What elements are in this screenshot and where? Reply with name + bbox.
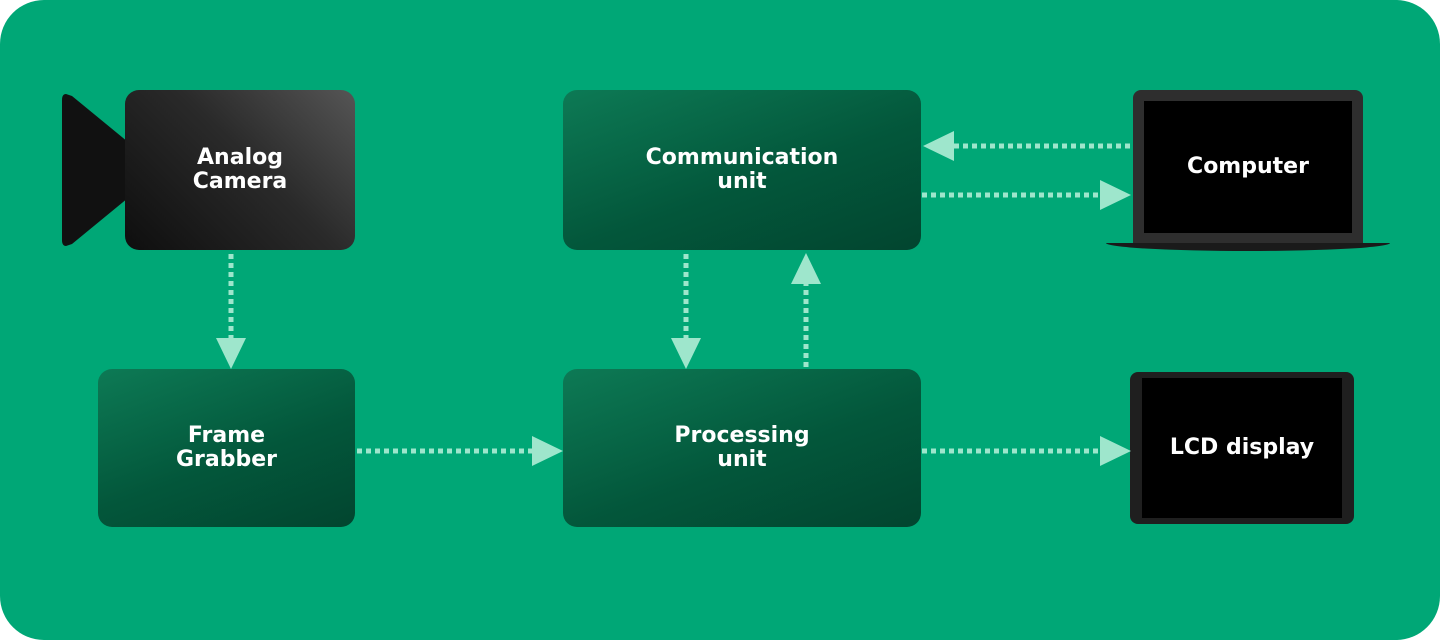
analog-camera-label: Analog Camera [192,145,288,194]
lcd-display-node: LCD display [1142,378,1342,518]
processing-unit-label: Processing unit [674,423,810,472]
edge-arrowhead-camera-to-frame_grabber [216,338,246,369]
edge-arrowhead-computer-to-communication_unit [923,131,954,161]
video-camera-icon [62,94,128,246]
edge-arrowhead-processing_unit-to-lcd_display [1100,436,1131,466]
frame-grabber-node: Frame Grabber [98,369,355,527]
edge-arrowhead-communication_unit-to-processing_unit [671,338,701,369]
computer-label: Computer [1187,154,1309,179]
processing-unit-node: Processing unit [563,369,921,527]
computer-node: Computer [1144,101,1352,233]
edge-arrowhead-communication_unit-to-computer [1100,180,1131,210]
frame-grabber-label: Frame Grabber [175,423,278,472]
communication-unit-label: Communication unit [645,145,839,194]
analog-camera-node: Analog Camera [125,90,355,250]
laptop-base [1106,243,1390,251]
edge-arrowhead-processing_unit-to-communication_unit [791,253,821,284]
edge-arrowhead-frame_grabber-to-processing_unit [532,436,563,466]
lcd-display-label: LCD display [1169,435,1315,460]
communication-unit-node: Communication unit [563,90,921,250]
